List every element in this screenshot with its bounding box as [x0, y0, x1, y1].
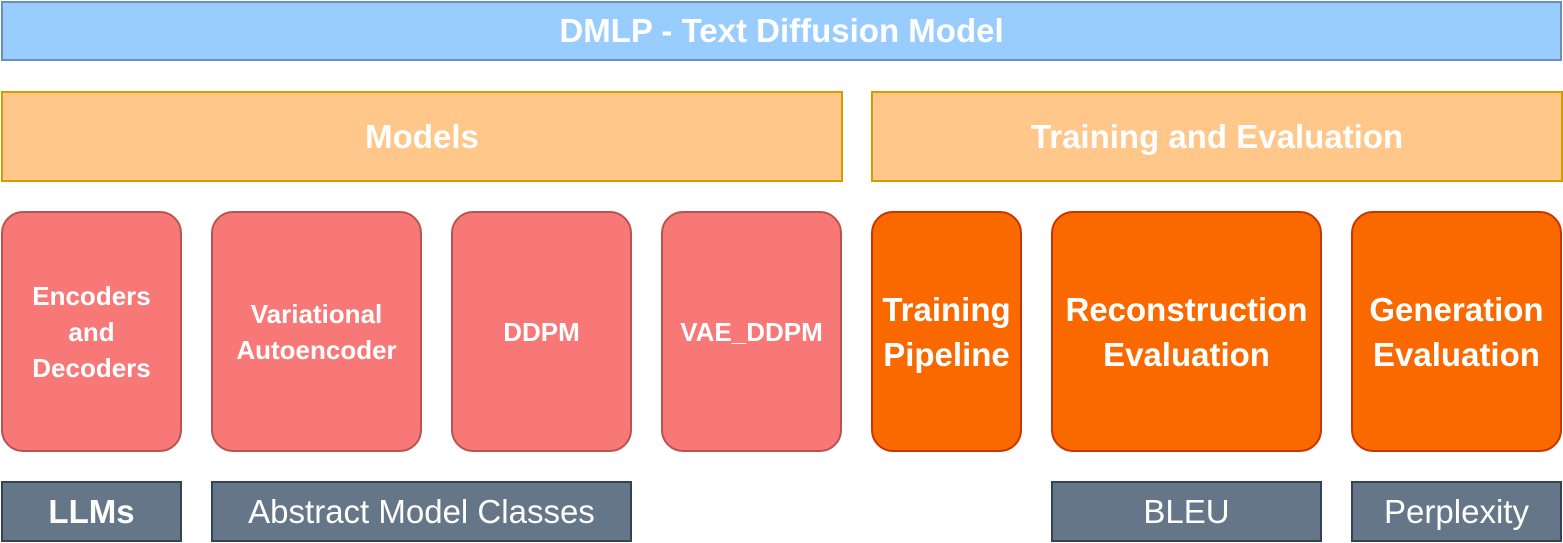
- footer-perplexity-label: Perplexity: [1384, 492, 1529, 530]
- section-training-evaluation: Training and Evaluation: [871, 91, 1563, 182]
- training-pipeline: Training Pipeline: [871, 211, 1022, 452]
- section-models: Models: [1, 91, 843, 182]
- model-label-line: VAE_DDPM: [680, 316, 823, 347]
- footer-abstract-label: Abstract Model Classes: [248, 492, 595, 530]
- training-label-line: Evaluation: [1373, 335, 1540, 373]
- footer-llms: LLMs: [1, 481, 182, 542]
- training-label-line: Evaluation: [1103, 335, 1270, 373]
- section-training-label: Training and Evaluation: [1030, 117, 1404, 155]
- model-ddpm: DDPM: [451, 211, 632, 452]
- training-label-line: Training: [882, 290, 1011, 328]
- footer-perplexity: Perplexity: [1351, 481, 1562, 542]
- model-label-line: and: [68, 316, 115, 347]
- footer-bleu-label: BLEU: [1143, 492, 1230, 530]
- model-label-line: Decoders: [32, 352, 151, 383]
- model-label-line: Variational: [250, 298, 383, 329]
- model-label-line: Encoders: [32, 280, 151, 311]
- training-label-line: Reconstruction: [1065, 290, 1308, 328]
- model-variational-autoencoder: Variational Autoencoder: [211, 211, 422, 452]
- footer-llms-label: LLMs: [48, 492, 135, 530]
- model-label-line: Autoencoder: [236, 334, 397, 365]
- training-label-line: Pipeline: [883, 335, 1010, 373]
- generation-evaluation: Generation Evaluation: [1351, 211, 1562, 452]
- section-models-label: Models: [365, 117, 479, 155]
- diagram-title: DMLP - Text Diffusion Model: [1, 1, 1562, 61]
- model-encoders-decoders: Encoders and Decoders: [1, 211, 182, 452]
- diagram-title-text: DMLP - Text Diffusion Model: [559, 12, 1004, 49]
- reconstruction-evaluation: Reconstruction Evaluation: [1051, 211, 1322, 452]
- model-label-line: DDPM: [503, 316, 580, 347]
- model-vae-ddpm: VAE_DDPM: [661, 211, 842, 452]
- training-label-line: Generation: [1369, 290, 1544, 328]
- footer-abstract-model-classes: Abstract Model Classes: [211, 481, 632, 542]
- footer-bleu: BLEU: [1051, 481, 1322, 542]
